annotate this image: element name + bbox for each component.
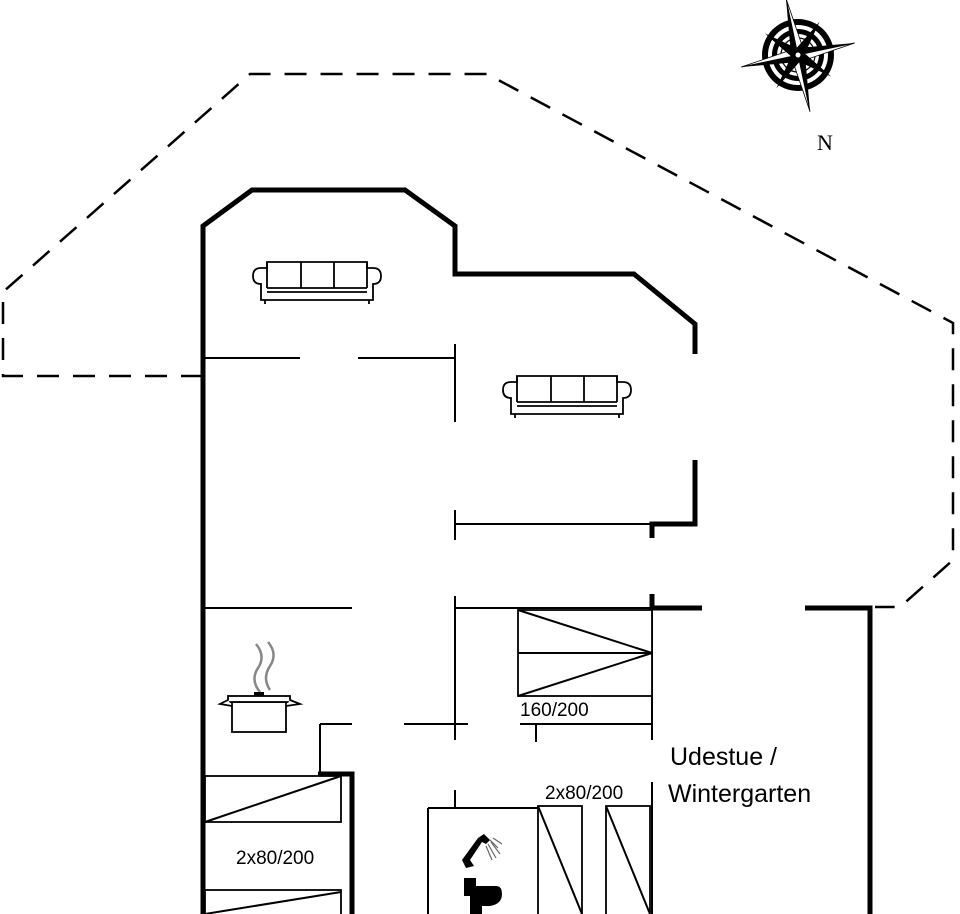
cooking-pot-icon	[217, 641, 304, 733]
terrace-outline	[1, 72, 955, 609]
room-label-conservatory-line1: Udestue /	[670, 743, 777, 771]
toilet-icon	[464, 878, 502, 914]
double-bed-size-label: 160/200	[520, 700, 589, 721]
sofa-icon	[252, 261, 382, 304]
compass-rose-icon	[741, 0, 855, 112]
twin-bed	[537, 805, 651, 914]
double-bed	[517, 609, 653, 697]
sofa-icon	[502, 375, 632, 418]
exterior-walls	[200, 187, 873, 914]
compass-north-label: N	[817, 130, 833, 155]
twin-bed-size-label-upper: 2x80/200	[545, 783, 623, 804]
shower-icon	[462, 834, 503, 868]
room-label-conservatory-line2: Wintergarten	[668, 780, 811, 808]
twin-bed	[204, 775, 342, 914]
twin-bed-size-label-lower: 2x80/200	[236, 848, 314, 869]
